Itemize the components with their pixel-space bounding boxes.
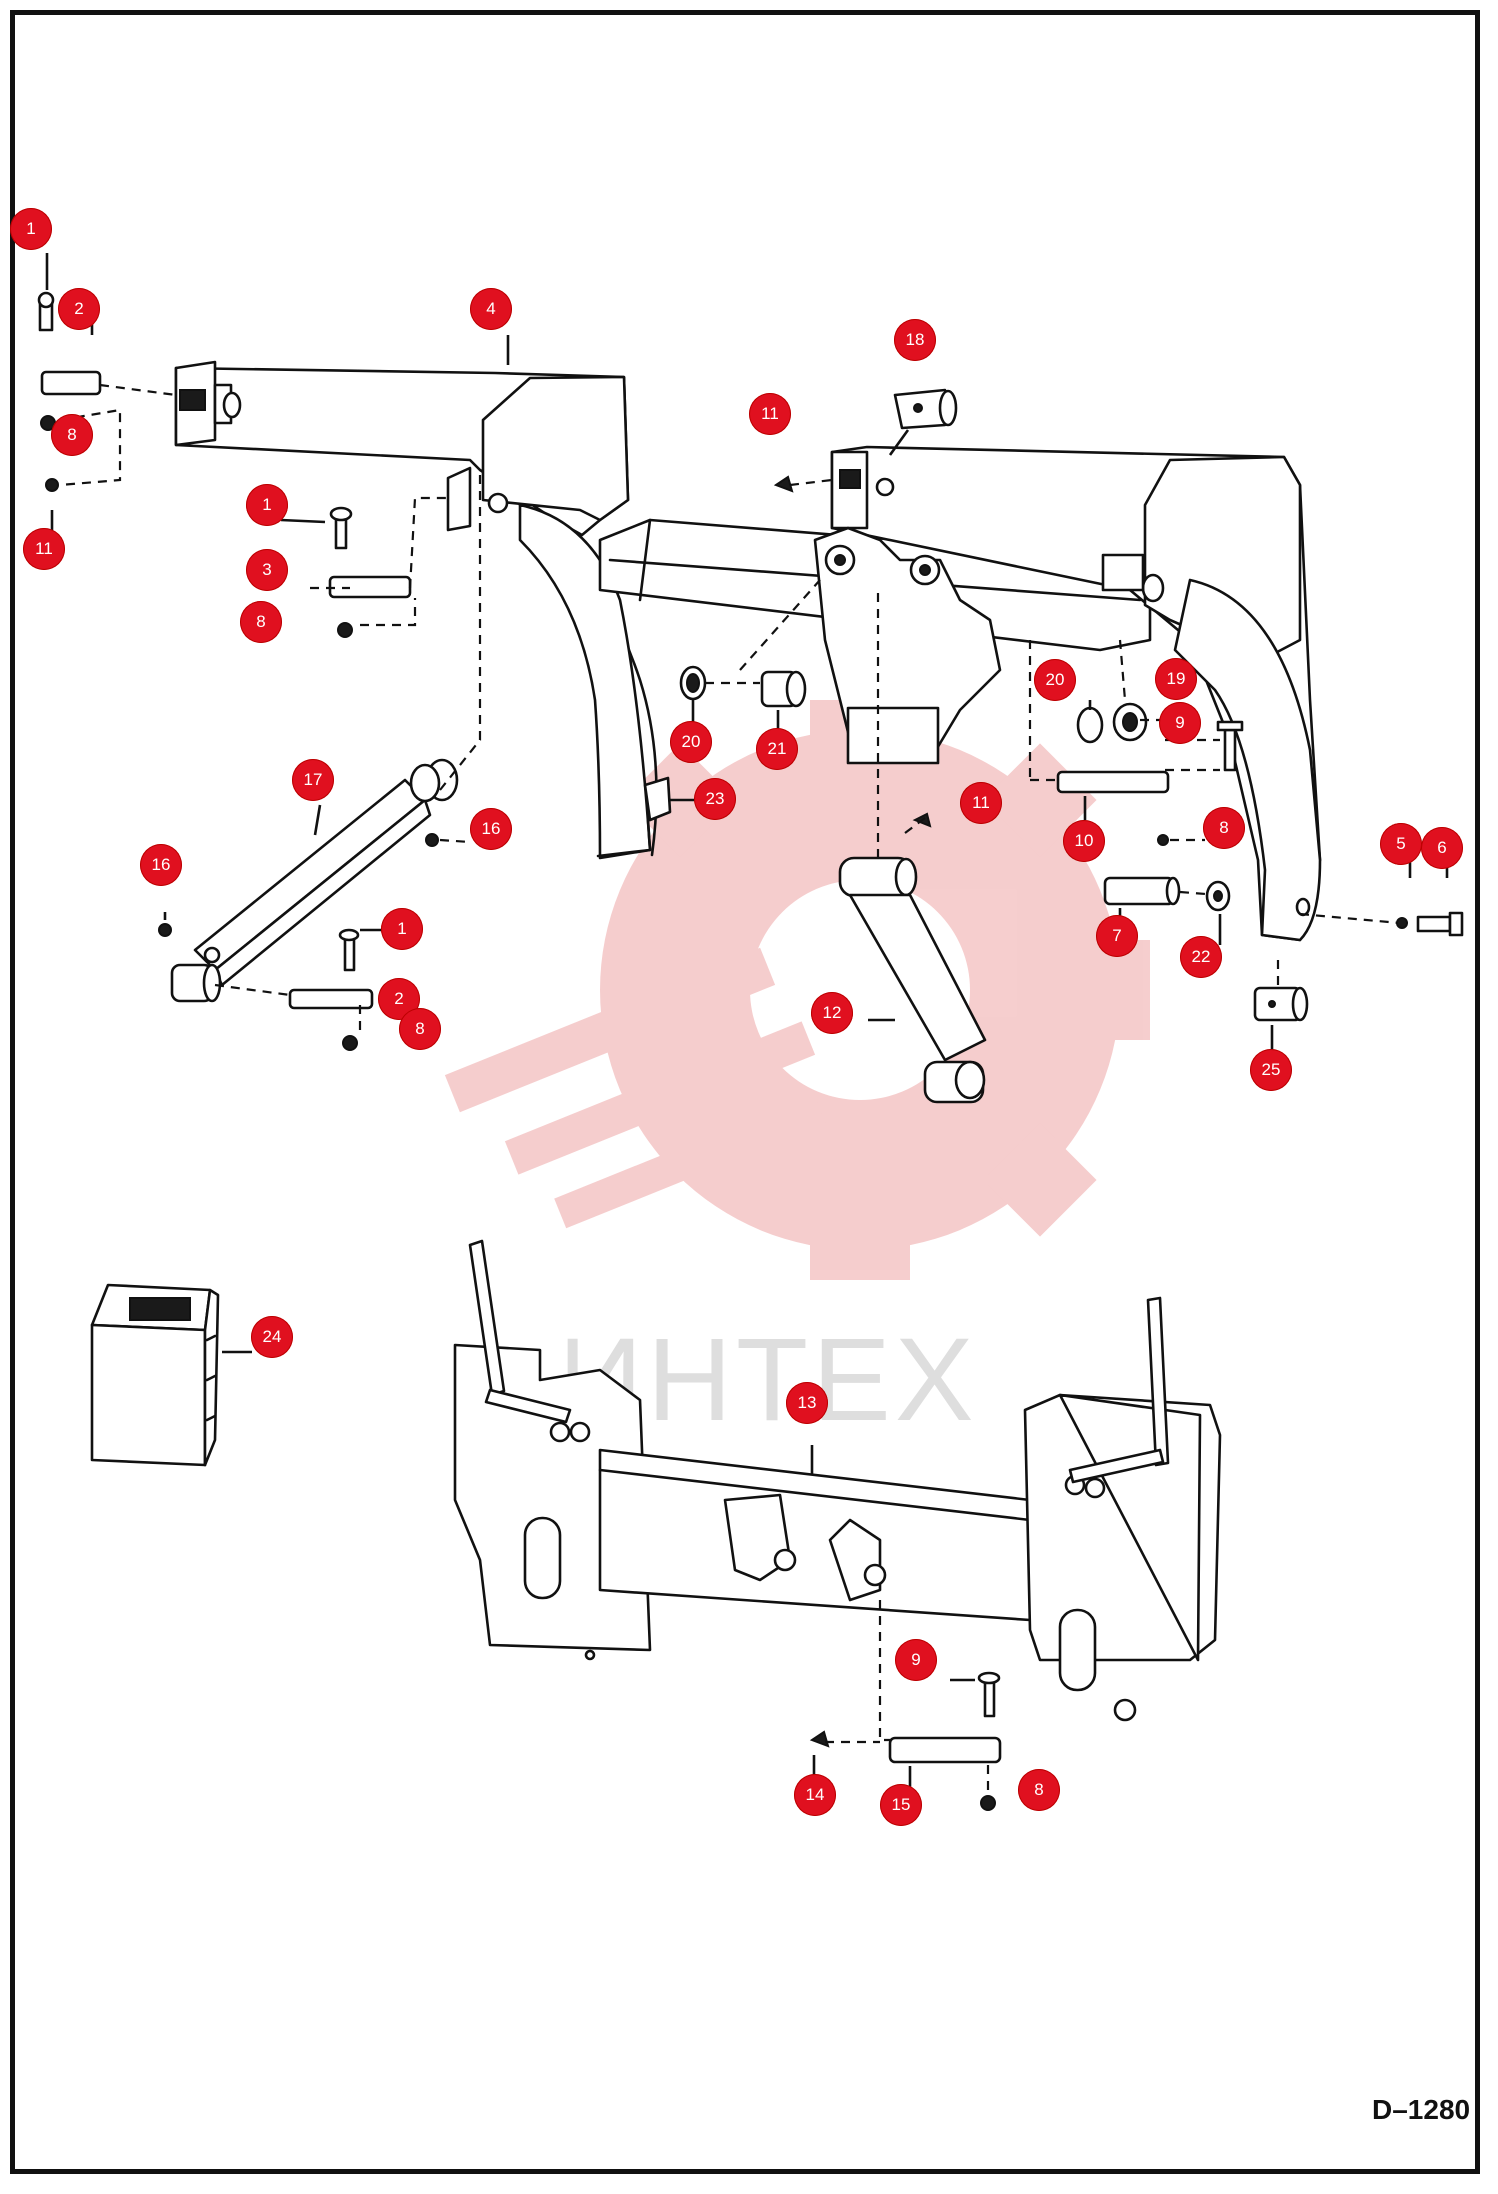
part-callout-22[interactable]: 22 (1180, 936, 1222, 978)
part-callout-20[interactable]: 20 (1034, 659, 1076, 701)
part-callout-13[interactable]: 13 (786, 1382, 828, 1424)
drawing-number: D–1280 (1372, 2094, 1471, 2125)
part-callout-4[interactable]: 4 (470, 288, 512, 330)
part-callout-8[interactable]: 8 (399, 1008, 441, 1050)
part-callout-8[interactable]: 8 (1018, 1769, 1060, 1811)
part-callout-14[interactable]: 14 (794, 1774, 836, 1816)
part-callout-6[interactable]: 6 (1421, 827, 1463, 869)
part-callout-16[interactable]: 16 (140, 844, 182, 886)
bushing-25 (1253, 960, 1309, 1055)
cylinder-pin-hardware (214, 928, 385, 1051)
part-callout-3[interactable]: 3 (246, 549, 288, 591)
part-callout-11[interactable]: 11 (960, 782, 1002, 824)
part-callout-9[interactable]: 9 (1159, 702, 1201, 744)
diagram-border (10, 10, 1480, 2174)
bushings-left (679, 579, 821, 735)
watermark-logo (444, 700, 1150, 1280)
part-callout-2[interactable]: 2 (58, 288, 100, 330)
part-callout-12[interactable]: 12 (811, 992, 853, 1034)
part-callout-15[interactable]: 15 (880, 1784, 922, 1826)
stop-block-23 (643, 776, 700, 822)
part-callout-16[interactable]: 16 (470, 808, 512, 850)
cylinder-mount-bracket (813, 526, 1002, 765)
bushings-right (1076, 639, 1244, 772)
lift-cylinder-12 (838, 590, 987, 1104)
part-callout-8[interactable]: 8 (1203, 807, 1245, 849)
part-callout-25[interactable]: 25 (1250, 1049, 1292, 1091)
part-callout-8[interactable]: 8 (240, 601, 282, 643)
part-callout-24[interactable]: 24 (251, 1316, 293, 1358)
part-callout-7[interactable]: 7 (1096, 915, 1138, 957)
part-callout-11[interactable]: 11 (749, 393, 791, 435)
arm-pivot-hardware (280, 496, 448, 638)
part-callout-17[interactable]: 17 (292, 759, 334, 801)
pin-10 (1028, 640, 1205, 846)
part-callout-10[interactable]: 10 (1063, 820, 1105, 862)
part-callout-18[interactable]: 18 (894, 319, 936, 361)
part-callout-5[interactable]: 5 (1380, 823, 1422, 865)
pivot-bushing-18 (773, 388, 958, 493)
part-callout-8[interactable]: 8 (51, 414, 93, 456)
part-callout-23[interactable]: 23 (694, 778, 736, 820)
part-callout-20[interactable]: 20 (670, 721, 712, 763)
part-callout-11[interactable]: 11 (23, 528, 65, 570)
part-callout-1[interactable]: 1 (10, 208, 52, 250)
attach-pin-hardware (809, 1600, 1002, 1811)
part-callout-1[interactable]: 1 (381, 908, 423, 950)
part-callout-2[interactable]: 2 (378, 978, 420, 1020)
counterweight-block-24 (90, 1283, 252, 1467)
part-callout-19[interactable]: 19 (1155, 658, 1197, 700)
left-pin-hardware (37, 253, 510, 540)
part-callout-9[interactable]: 9 (895, 1639, 937, 1681)
pin-7-assembly (1103, 858, 1464, 945)
part-callout-1[interactable]: 1 (246, 484, 288, 526)
quick-attach-frame-13 (453, 1239, 1222, 1722)
tilt-cylinder-17 (158, 470, 482, 1003)
part-callout-21[interactable]: 21 (756, 728, 798, 770)
right-loader-arm (830, 445, 1322, 942)
